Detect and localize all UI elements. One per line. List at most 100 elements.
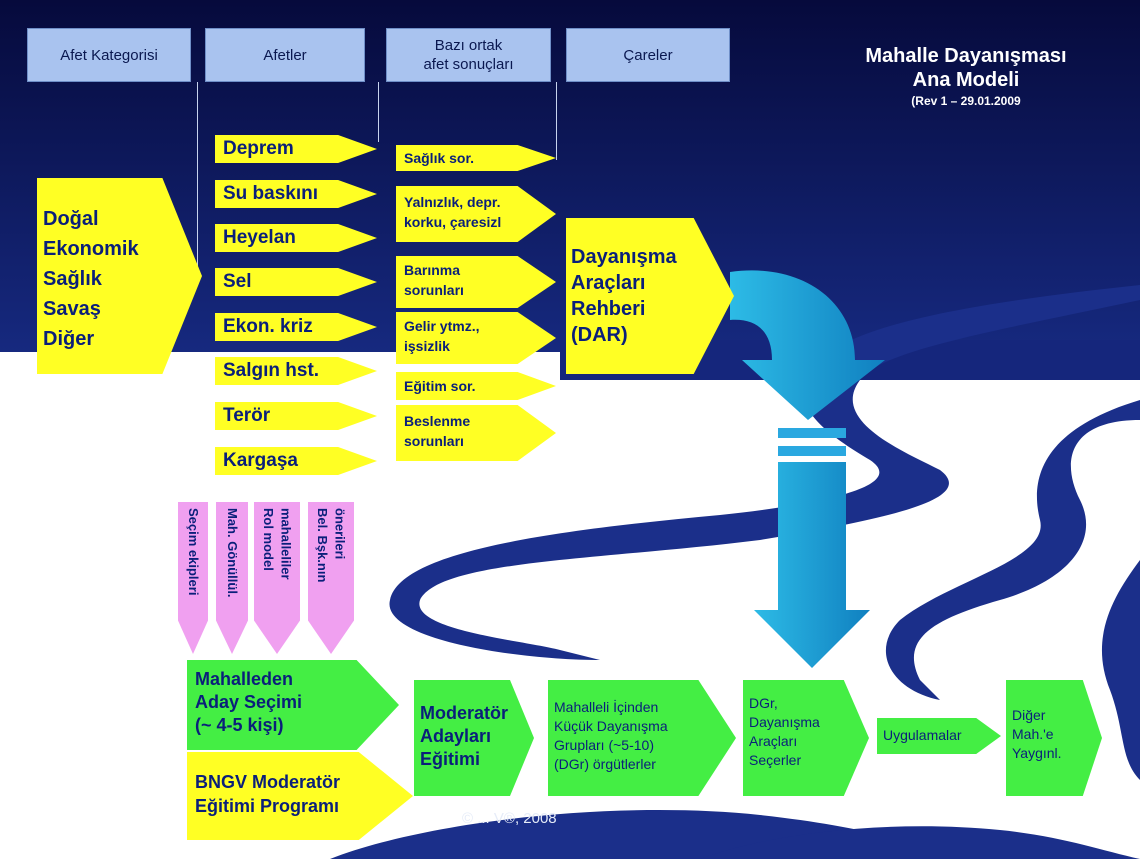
- source-arrow-secim-ekipleri: Seçim ekipleri: [178, 502, 208, 654]
- source-label: mahalleliler: [277, 508, 293, 580]
- source-arrow-bel-bsk: Bel. Bşk.nın önerileri: [308, 502, 354, 654]
- process-line: DGr,: [749, 695, 778, 711]
- process-line: Grupları (~5-10): [554, 737, 654, 753]
- process-line: Eğitimi: [420, 749, 481, 769]
- source-label: önerileri: [331, 508, 347, 559]
- header-afet-kategorisi: Afet Kategorisi: [27, 28, 191, 82]
- source-label-l2: mahalleliler: [278, 508, 294, 580]
- process-kucuk-gruplar: Mahalleli İçinden Küçük Dayanışma Grupla…: [548, 680, 736, 796]
- river-mid: [885, 400, 1140, 700]
- process-aday-secimi: Mahalleden Aday Seçimi (~ 4-5 kişi): [187, 660, 399, 750]
- diagram-title: Mahalle Dayanışması Ana Modeli (Rev 1 – …: [806, 44, 1126, 110]
- disaster-arrow: Su baskını: [215, 180, 377, 208]
- process-line: Yaygınl.: [1012, 745, 1062, 761]
- disaster-arrow: Terör: [215, 402, 377, 430]
- category-item: Doğal: [43, 208, 99, 230]
- source-label: Mah. Gönüllül.: [225, 508, 240, 598]
- process-line: Seçerler: [749, 752, 802, 768]
- disaster-label: Sel: [223, 271, 252, 292]
- dar-line: Dayanışma: [571, 246, 677, 268]
- disaster-label: Terör: [223, 405, 271, 426]
- result-label: Sağlık sor.: [404, 150, 475, 166]
- category-item: Savaş: [43, 298, 101, 320]
- source-arrow-mah-gonullu: Mah. Gönüllül.: [216, 502, 248, 654]
- disaster-arrow: Ekon. kriz: [215, 313, 377, 341]
- disaster-label: Heyelan: [223, 227, 296, 248]
- process-uygulamalar: Uygulamalar: [877, 718, 1001, 754]
- result-arrow: Sağlık sor.: [396, 145, 556, 171]
- result-label: korku, çaresizl: [404, 214, 502, 230]
- result-label: Eğitim sor.: [404, 378, 476, 394]
- source-label: Bel. Bşk.nın: [314, 508, 330, 582]
- process-line: (DGr) örgütlerler: [554, 756, 656, 772]
- result-arrow: Barınma sorunları: [396, 256, 556, 308]
- header-ortak-sonuclar-l2: afet sonuçları: [423, 56, 514, 73]
- disaster-label: Su baskını: [223, 183, 319, 204]
- process-line: BNGV Moderatör: [195, 772, 341, 792]
- disaster-label: Kargaşa: [223, 450, 298, 471]
- result-label: Beslenme: [404, 413, 471, 429]
- teal-bar-2: [778, 446, 846, 456]
- copyright-text: © ... V®, 2008: [462, 810, 557, 827]
- disaster-label: Salgın hst.: [223, 360, 320, 381]
- source-label: Rol model: [260, 508, 276, 571]
- process-line: Mahalleden: [195, 669, 294, 689]
- teal-bar-1: [778, 428, 846, 438]
- result-label: Yalnızlık, depr.: [404, 194, 501, 210]
- category-item: Ekonomik: [43, 238, 139, 260]
- process-line: Küçük Dayanışma: [554, 718, 668, 734]
- process-line: Moderatör: [420, 703, 509, 723]
- connector-line: [556, 82, 557, 160]
- source-label-l1: Bel. Bşk.nın: [314, 508, 330, 583]
- category-arrow: Doğal Ekonomik Sağlık Savaş Diğer: [37, 178, 202, 374]
- dar-line: Rehberi: [571, 298, 646, 320]
- process-bngv-program: BNGV Moderatör Eğitimi Programı: [187, 752, 413, 840]
- dar-line: (DAR): [571, 324, 628, 346]
- dar-line: Araçları: [571, 272, 646, 294]
- teal-curved-arrow: [730, 270, 885, 420]
- connector-line: [197, 82, 198, 277]
- category-item: Sağlık: [43, 268, 102, 290]
- process-diger-mahalleler: Diğer Mah.'e Yaygınl.: [1006, 680, 1102, 796]
- title-line-3: (Rev 1 – 29.01.2009: [911, 94, 1021, 108]
- process-line: Eğitimi Programı: [195, 796, 340, 816]
- process-line: Aday Seçimi: [195, 692, 303, 712]
- disaster-label: Ekon. kriz: [223, 316, 313, 337]
- disaster-arrow: Sel: [215, 268, 377, 296]
- connector-line: [378, 82, 379, 142]
- process-moderator-egitimi: Moderatör Adayları Eğitimi: [414, 680, 534, 796]
- disaster-label: Deprem: [223, 138, 294, 159]
- result-label: Gelir ytmz.,: [404, 318, 480, 334]
- result-arrow: Yalnızlık, depr. korku, çaresizl: [396, 186, 556, 242]
- teal-down-arrow: [754, 462, 870, 668]
- process-line: Mah.'e: [1012, 726, 1054, 742]
- process-line: Diğer: [1012, 707, 1046, 723]
- header-careler: Çareler: [566, 28, 730, 82]
- result-arrow: Gelir ytmz., işsizlik: [396, 312, 556, 364]
- process-dgr-secerler: DGr, Dayanışma Araçları Seçerler: [743, 680, 869, 796]
- header-ortak-sonuclar-l1: Bazı ortak: [434, 37, 503, 54]
- result-arrow: Beslenme sorunları: [396, 405, 556, 461]
- disaster-arrow: Heyelan: [215, 224, 377, 252]
- category-item: Diğer: [43, 328, 95, 350]
- source-label-l1: Rol model: [260, 508, 276, 571]
- process-line: Araçları: [749, 733, 798, 749]
- river-right: [1101, 560, 1140, 780]
- disaster-arrow: Deprem: [215, 135, 377, 163]
- river-bottom2: [700, 826, 1140, 859]
- result-label: işsizlik: [404, 338, 450, 354]
- result-label: Barınma: [404, 262, 461, 278]
- dar-arrow: Dayanışma Araçları Rehberi (DAR): [566, 218, 734, 374]
- header-afetler: Afetler: [205, 28, 365, 82]
- result-label: sorunları: [404, 282, 464, 298]
- process-line: Mahalleli İçinden: [554, 699, 659, 715]
- header-ortak-sonuclar: Bazı ortak afet sonuçları: [386, 28, 551, 82]
- process-line: (~ 4-5 kişi): [195, 715, 284, 735]
- source-arrow-rol-model: Rol model mahalleliler: [254, 502, 300, 654]
- process-line: Adayları: [420, 726, 492, 746]
- result-label: sorunları: [404, 433, 464, 449]
- process-line: Dayanışma: [749, 714, 820, 730]
- title-line-2: Ana Modeli: [912, 69, 1020, 91]
- disaster-arrow: Salgın hst.: [215, 357, 377, 385]
